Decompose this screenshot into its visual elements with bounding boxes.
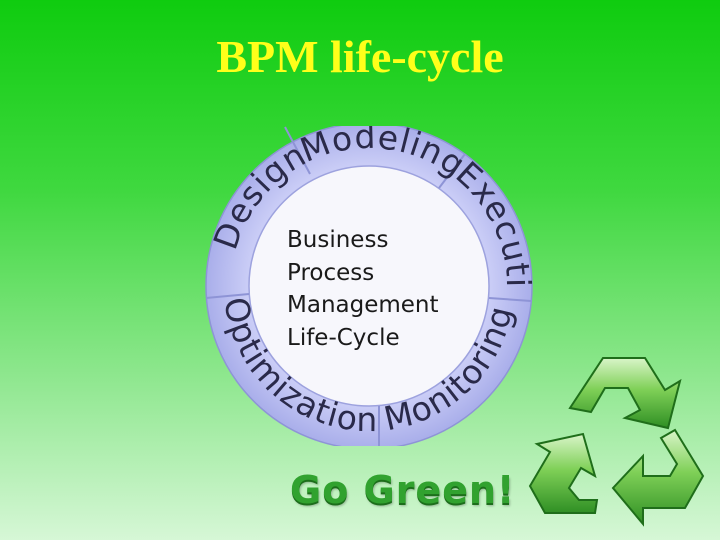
center-line-3: Management	[287, 292, 439, 318]
cycle-inner-circle	[248, 165, 490, 407]
center-line-1: Business	[287, 227, 389, 253]
recycle-arrows-icon	[528, 357, 705, 527]
bpm-cycle-diagram: Design Modeling Execution Optimization M…	[203, 126, 535, 446]
center-line-4: Life-Cycle	[287, 324, 400, 351]
slide-title: BPM life-cycle	[216, 31, 504, 82]
phase-dividers	[205, 126, 532, 446]
cycle-center-label: Business Process Management Life-Cycle	[287, 224, 439, 354]
go-green-tagline: Go Green!	[290, 468, 516, 512]
center-line-2: Process	[287, 259, 375, 286]
